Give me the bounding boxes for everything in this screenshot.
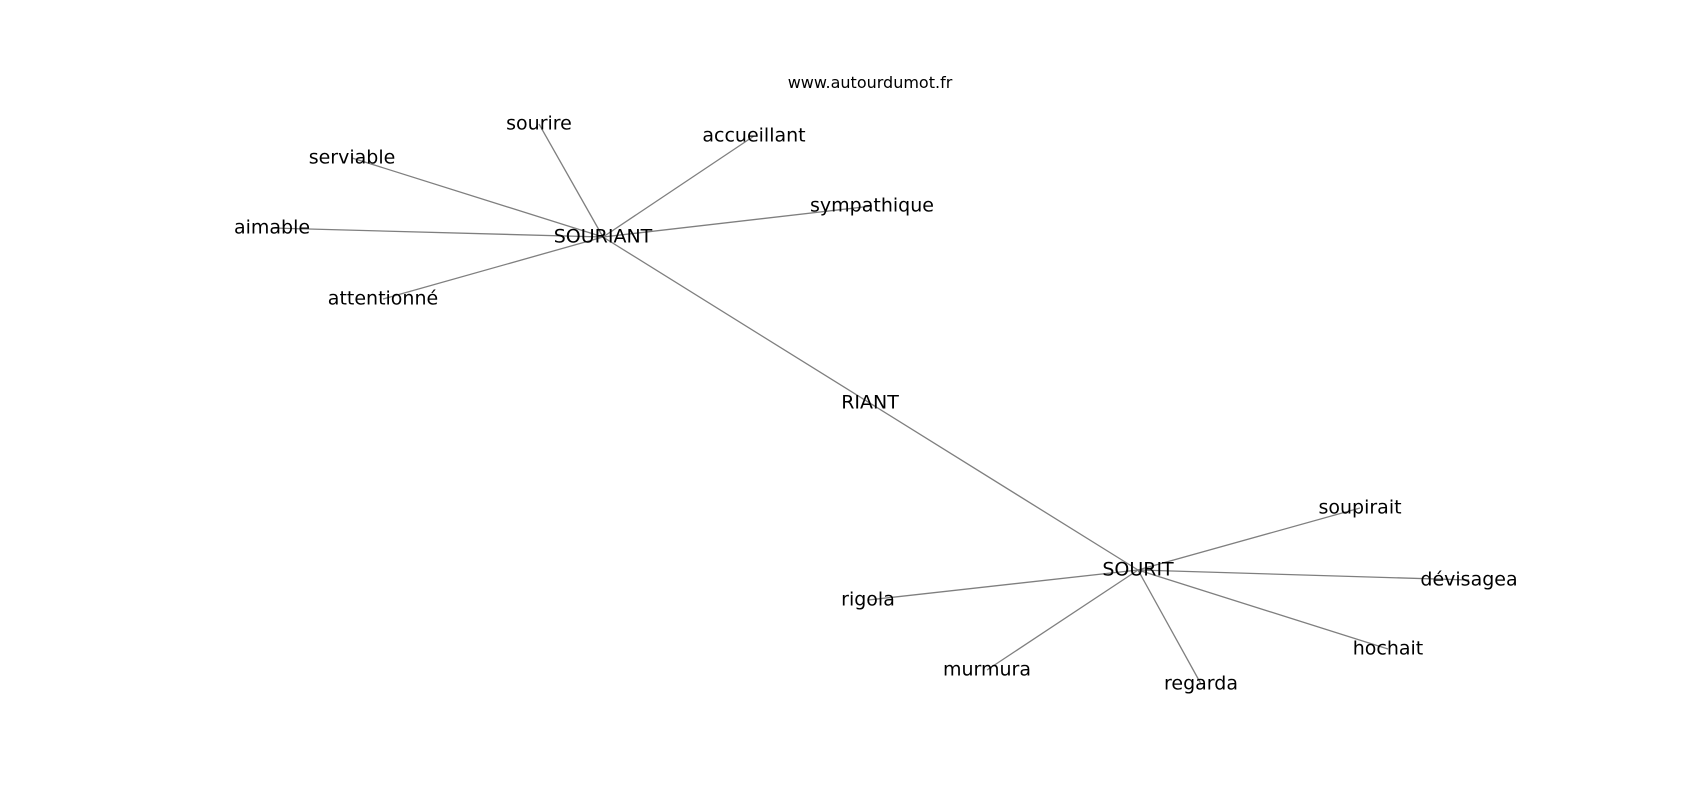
edge-souriant-aimable <box>271 227 604 238</box>
node-label-sourire: sourire <box>506 113 572 135</box>
edge-souriant-sourire <box>538 123 604 238</box>
node-label-souriant: SOURIANT <box>554 226 653 248</box>
node-label-accueillant: accueillant <box>702 125 805 147</box>
edges-layer <box>271 123 1470 685</box>
edge-sourit-devisagea <box>1137 569 1470 581</box>
edge-souriant-attentionne <box>382 236 604 300</box>
edge-sourit-soupirait <box>1137 507 1361 571</box>
edge-sourit-regarda <box>1137 569 1202 685</box>
node-label-sourit: SOURIT <box>1102 559 1174 581</box>
node-label-attentionne: attentionné <box>328 288 438 310</box>
node-label-rigola: rigola <box>841 589 895 611</box>
node-label-murmura: murmura <box>943 659 1031 681</box>
node-label-aimable: aimable <box>234 217 310 239</box>
edge-sourit-murmura <box>986 569 1139 671</box>
edge-souriant-sympathique <box>602 205 873 238</box>
edge-sourit-hochait <box>1137 569 1389 650</box>
node-label-riant: RIANT <box>841 392 899 414</box>
node-label-devisagea: dévisagea <box>1420 569 1517 591</box>
node-label-regarda: regarda <box>1164 673 1238 695</box>
edge-souriant-sourit <box>602 236 1139 571</box>
node-label-serviable: serviable <box>309 147 396 169</box>
node-label-sympathique: sympathique <box>810 195 934 217</box>
nodes-layer: RIANT SOURIANT SOURIT sourire accueillant ser… <box>234 113 1518 695</box>
node-label-soupirait: soupirait <box>1318 497 1401 519</box>
edge-souriant-accueillant <box>602 135 755 238</box>
node-label-hochait: hochait <box>1353 638 1424 660</box>
watermark-url: www.autourdumot.fr <box>788 73 953 92</box>
edge-sourit-rigola <box>867 569 1139 601</box>
edge-souriant-serviable <box>351 157 604 238</box>
